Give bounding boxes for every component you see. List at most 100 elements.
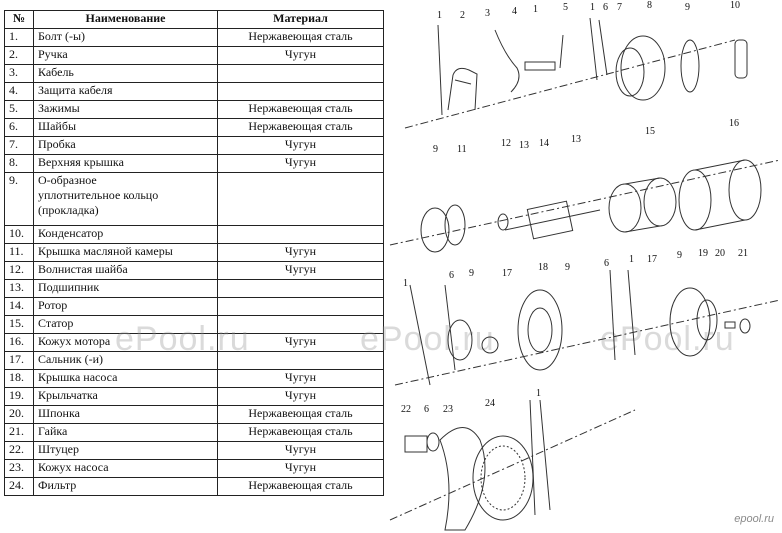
cell-num: 16.	[4, 333, 34, 352]
motor-housing-front	[678, 169, 712, 231]
bolt-part-2	[589, 17, 598, 81]
o-ring-part-2	[420, 207, 450, 253]
cell-num: 3.	[4, 64, 34, 83]
cell-num: 23.	[4, 459, 34, 478]
cell-material: Нержавеющая сталь	[217, 100, 384, 119]
callout-17: 17	[647, 254, 657, 265]
cell-name: Штуцер	[33, 441, 218, 460]
callout-1: 1	[437, 10, 442, 21]
cell-num: 13.	[4, 279, 34, 298]
top-cover-part	[620, 35, 666, 101]
cell-num: 10.	[4, 225, 34, 244]
o-ring-part-3	[447, 319, 473, 361]
callout-9: 9	[677, 250, 682, 261]
watermark-2: ePool.ru	[360, 320, 495, 358]
cell-material: Чугун	[217, 387, 384, 406]
cell-material: Нержавеющая сталь	[217, 28, 384, 47]
axis-line-2	[389, 159, 781, 246]
callout-16: 16	[729, 118, 739, 129]
cell-num: 14.	[4, 297, 34, 316]
o-ring-part	[680, 39, 700, 93]
callout-23: 23	[443, 404, 453, 415]
cell-num: 9.	[4, 172, 34, 226]
motor-housing-body	[694, 159, 746, 231]
callout-9: 9	[565, 262, 570, 273]
cell-name: Кожух насоса	[33, 459, 218, 478]
header-num: №	[4, 10, 34, 29]
callout-21: 21	[738, 248, 748, 259]
cell-material	[217, 64, 384, 83]
cell-material	[217, 279, 384, 298]
callout-18: 18	[538, 262, 548, 273]
cell-material: Чугун	[217, 459, 384, 478]
cell-material: Чугун	[217, 46, 384, 65]
callout-15: 15	[645, 126, 655, 137]
o-ring-part-4	[669, 287, 711, 357]
cell-material: Чугун	[217, 136, 384, 155]
table-row: 3.Кабель	[4, 64, 384, 83]
header-name: Наименование	[33, 10, 218, 29]
axis-line-1	[404, 39, 736, 129]
callout-9: 9	[685, 2, 690, 13]
callout-7: 7	[617, 2, 622, 13]
fitting-part	[404, 435, 428, 453]
callout-1: 1	[536, 388, 541, 399]
pump-housing-part	[439, 427, 486, 531]
stator-front	[608, 183, 642, 233]
site-logo: epool.ru	[734, 513, 774, 525]
table-row: 13.Подшипник	[4, 279, 384, 298]
bolt-part	[437, 24, 443, 116]
table-row: 1.Болт (-ы)Нержавеющая сталь	[4, 28, 384, 47]
washer-part-4	[426, 432, 440, 452]
cell-num: 5.	[4, 100, 34, 119]
callout-19: 19	[698, 248, 708, 259]
callout-22: 22	[401, 404, 411, 415]
top-cover-inner	[615, 47, 645, 97]
callout-8: 8	[647, 0, 652, 11]
washer-part-3	[609, 269, 616, 361]
table-row: 9.О-образное уплотнительное кольцо (прок…	[4, 172, 384, 226]
nut-part	[739, 318, 751, 334]
cell-material: Нержавеющая сталь	[217, 423, 384, 442]
cell-num: 12.	[4, 261, 34, 280]
cell-name: Ручка	[33, 46, 218, 65]
bolt-part-3	[409, 284, 431, 386]
stator-body	[624, 177, 661, 233]
washer-part	[598, 19, 608, 76]
cell-name: Пробка	[33, 136, 218, 155]
cell-material: Чугун	[217, 441, 384, 460]
cell-name: Крыльчатка	[33, 387, 218, 406]
callout-6: 6	[604, 258, 609, 269]
callout-6: 6	[603, 2, 608, 13]
watermark-3: ePool.ru	[600, 320, 735, 358]
cell-material	[217, 172, 384, 226]
table-row: 10.Конденсатор	[4, 225, 384, 244]
cell-name: Шпонка	[33, 405, 218, 424]
cell-name: Гайка	[33, 423, 218, 442]
callout-1: 1	[533, 4, 538, 15]
rotor-shaft	[504, 209, 601, 231]
parts-table: № Наименование Материал 1.Болт (-ы)Нержа…	[4, 10, 384, 496]
callout-24: 24	[485, 398, 495, 409]
callout-13: 13	[571, 134, 581, 145]
cell-name: Зажимы	[33, 100, 218, 119]
cell-name: О-образное уплотнительное кольцо (прокла…	[33, 172, 218, 226]
cell-material: Нержавеющая сталь	[217, 118, 384, 137]
cable-part	[494, 29, 520, 93]
cell-num: 6.	[4, 118, 34, 137]
table-row: 4.Защита кабеля	[4, 82, 384, 101]
callout-9: 9	[433, 144, 438, 155]
pump-cover-inner	[527, 307, 553, 353]
cell-num: 18.	[4, 369, 34, 388]
cell-num: 20.	[4, 405, 34, 424]
